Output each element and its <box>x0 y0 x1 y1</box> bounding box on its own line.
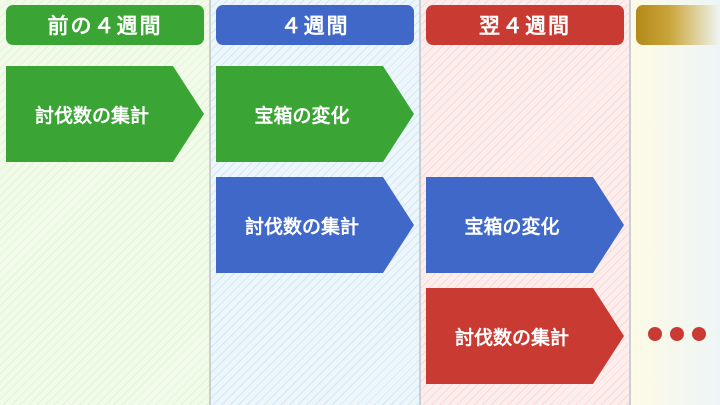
process-arrow-kill-count: 討伐数の集計 <box>426 288 624 384</box>
ellipsis-dot <box>670 327 684 341</box>
column-header-faded <box>636 5 720 45</box>
column-next-4-weeks: 翌４週間 宝箱の変化 討伐数の集計 <box>420 0 630 405</box>
process-arrow-kill-count: 討伐数の集計 <box>216 177 414 273</box>
process-arrow-treasure-change: 宝箱の変化 <box>216 66 414 162</box>
column-previous-4-weeks: 前の４週間 討伐数の集計 <box>0 0 210 405</box>
ellipsis-icon <box>648 327 706 341</box>
process-arrow-treasure-change: 宝箱の変化 <box>426 177 624 273</box>
process-arrow-kill-count: 討伐数の集計 <box>6 66 204 162</box>
column-divider <box>629 0 631 405</box>
column-divider <box>209 0 211 405</box>
ellipsis-dot <box>692 327 706 341</box>
column-header: 前の４週間 <box>6 5 204 45</box>
column-background <box>0 0 210 405</box>
column-header: 翌４週間 <box>426 5 624 45</box>
column-continuation <box>630 0 720 405</box>
column-header: ４週間 <box>216 5 414 45</box>
column-background <box>630 0 720 405</box>
ellipsis-dot <box>648 327 662 341</box>
column-4-weeks: ４週間 宝箱の変化 討伐数の集計 <box>210 0 420 405</box>
column-divider <box>419 0 421 405</box>
